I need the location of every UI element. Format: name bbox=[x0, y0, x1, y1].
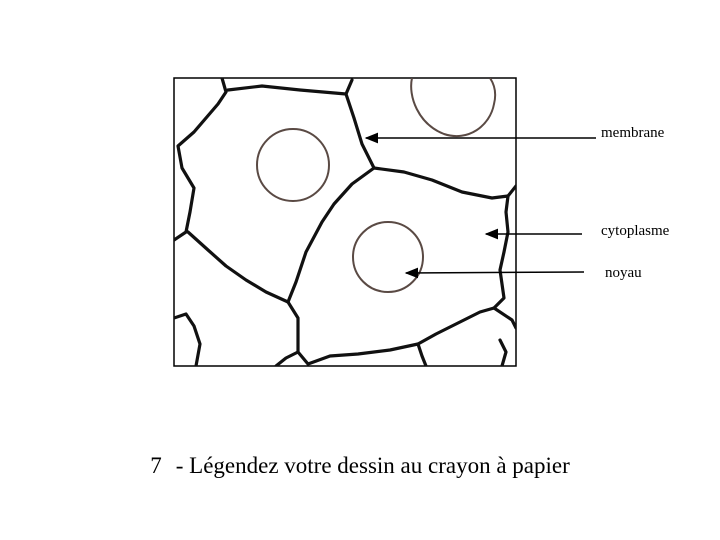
arrow-noyau bbox=[406, 272, 584, 273]
instruction-caption: 7 - Légendez votre dessin au crayon à pap… bbox=[0, 452, 720, 480]
label-cytoplasme: cytoplasme bbox=[601, 222, 669, 240]
label-noyau: noyau bbox=[605, 264, 642, 282]
caption-number: 7 bbox=[150, 453, 162, 478]
label-membrane: membrane bbox=[601, 124, 664, 142]
image-frame bbox=[174, 78, 516, 366]
caption-text: - Légendez votre dessin au crayon à papi… bbox=[176, 453, 570, 478]
